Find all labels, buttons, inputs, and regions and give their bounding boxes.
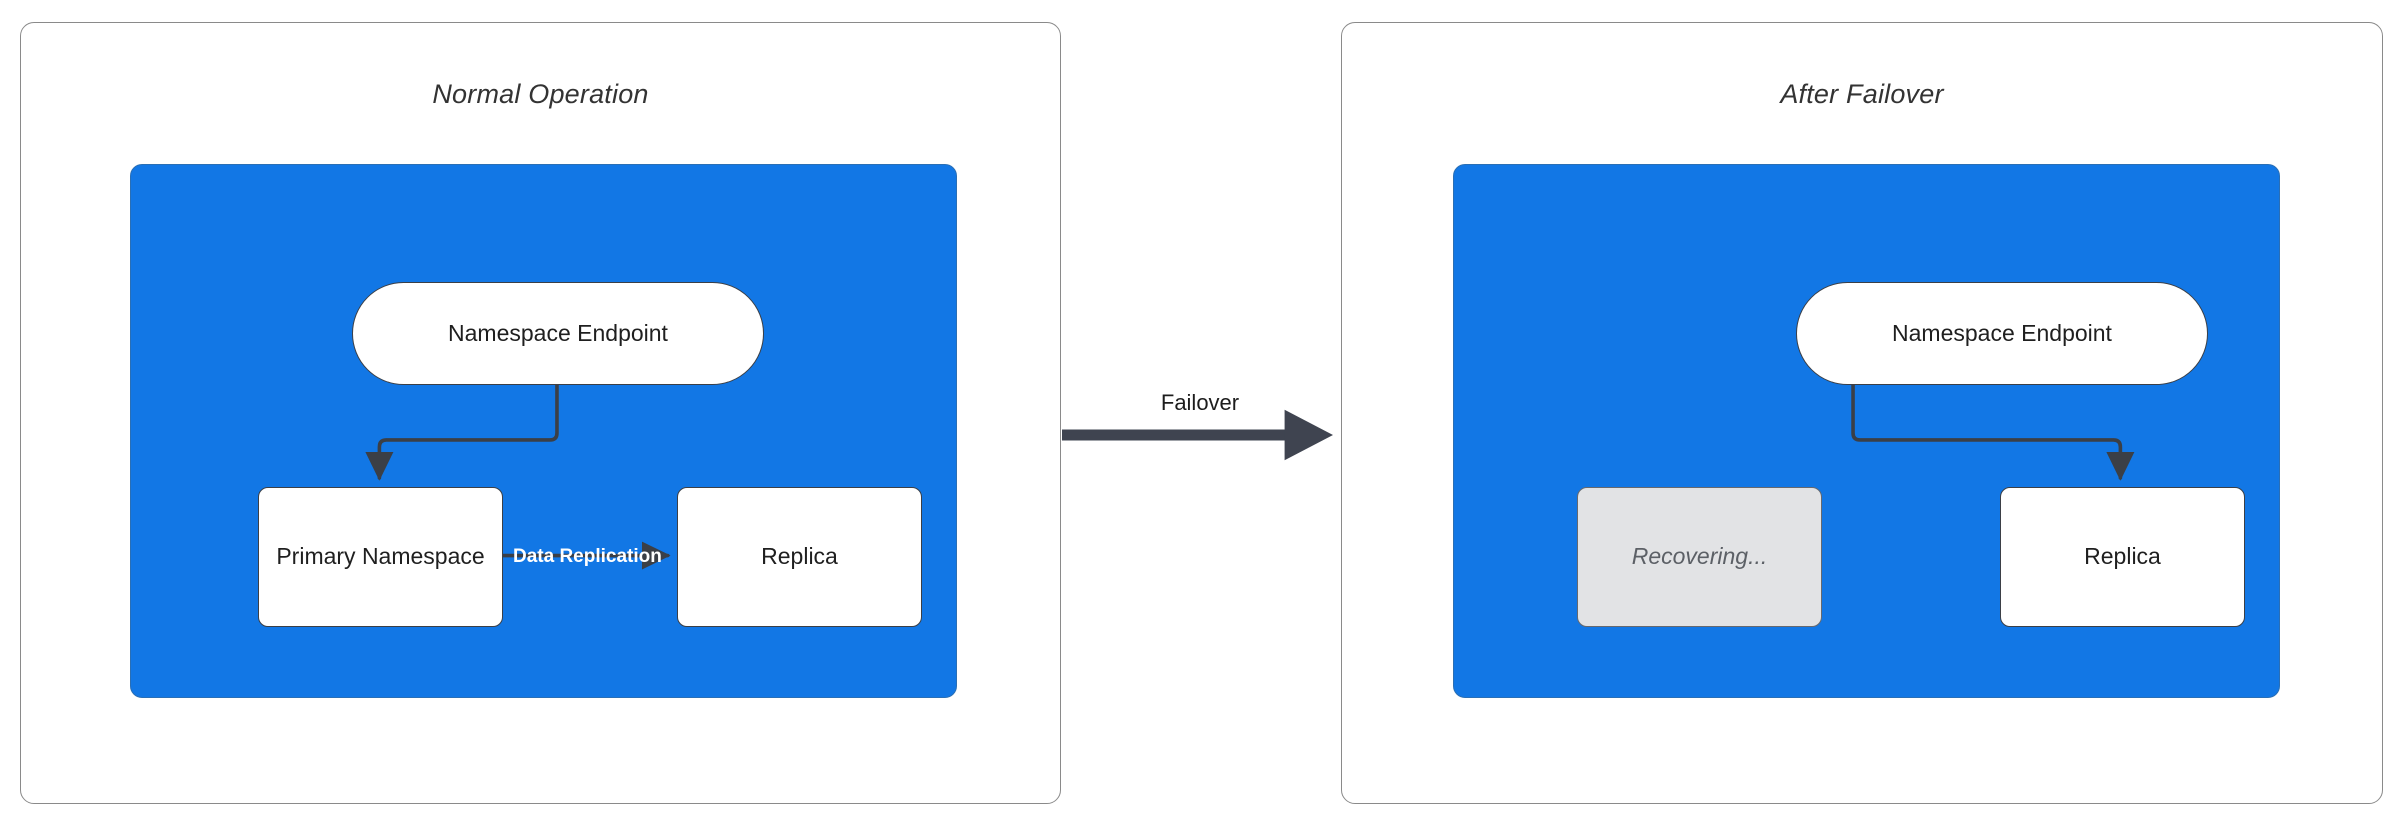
panel-title-after-failover: After Failover	[1780, 79, 1944, 109]
failover-transition-arrow	[1062, 409, 1333, 461]
region-normal-operation: Data Replication Namespace Endpoint Prim…	[130, 164, 957, 698]
region-after-failover: Namespace Endpoint Recovering... Replica	[1453, 164, 2280, 698]
edge-endpoint-to-replica	[1851, 383, 2135, 481]
node-replica-failover[interactable]: Replica	[2000, 487, 2245, 627]
node-replica-normal[interactable]: Replica	[677, 487, 922, 627]
edge-endpoint-to-primary	[365, 383, 559, 481]
panel-after-failover: After Failover Namespace Endpoint Recove…	[1341, 22, 2383, 804]
edge-label-data-replication: Data Replication	[513, 546, 662, 567]
panel-normal-operation: Normal Operation Data Replicatio	[20, 22, 1061, 804]
node-recovering[interactable]: Recovering...	[1577, 487, 1822, 627]
failover-transition-label: Failover	[1160, 390, 1240, 415]
panel-title-normal-operation: Normal Operation	[432, 79, 649, 109]
node-namespace-endpoint-normal[interactable]: Namespace Endpoint	[352, 282, 764, 385]
node-namespace-endpoint-failover[interactable]: Namespace Endpoint	[1796, 282, 2208, 385]
node-primary-namespace[interactable]: Primary Namespace	[258, 487, 503, 627]
